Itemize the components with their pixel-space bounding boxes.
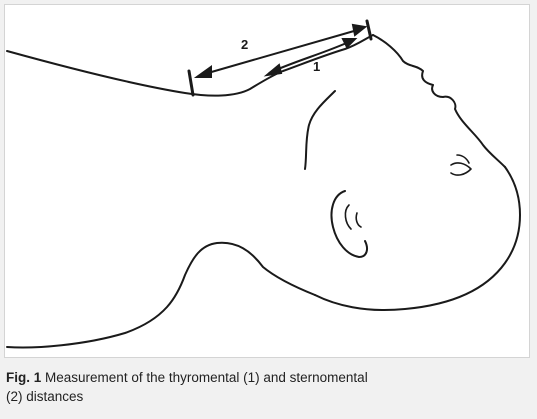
caption-text-2: (2) distances: [6, 387, 526, 406]
head-outline: [315, 167, 520, 310]
sternal-notch-mark: [189, 71, 193, 95]
label-thyromental: 1: [313, 59, 320, 74]
eye-outline: [451, 155, 471, 175]
neck-line-drawing: 2 1: [4, 4, 530, 358]
arrowhead-right: [353, 25, 365, 35]
arrowhead-left: [197, 67, 211, 77]
figure-label: Fig. 1: [6, 370, 41, 385]
thyromental-arrow: [269, 41, 351, 73]
label-sternomental: 2: [241, 37, 248, 52]
drawing-svg: 2 1: [5, 5, 529, 357]
figure-caption: Fig. 1 Measurement of the thyromental (1…: [6, 368, 526, 406]
caption-line-1: Fig. 1 Measurement of the thyromental (1…: [6, 368, 526, 387]
face-profile: [373, 35, 505, 167]
jaw-line: [305, 91, 335, 169]
ear-outline: [332, 191, 368, 257]
caption-text-1: Measurement of the thyromental (1) and s…: [45, 370, 368, 385]
ear-inner: [345, 205, 361, 229]
chin-mark: [367, 21, 371, 39]
arrowhead-thyro-left: [267, 65, 281, 75]
shoulder-outline: [7, 243, 315, 348]
